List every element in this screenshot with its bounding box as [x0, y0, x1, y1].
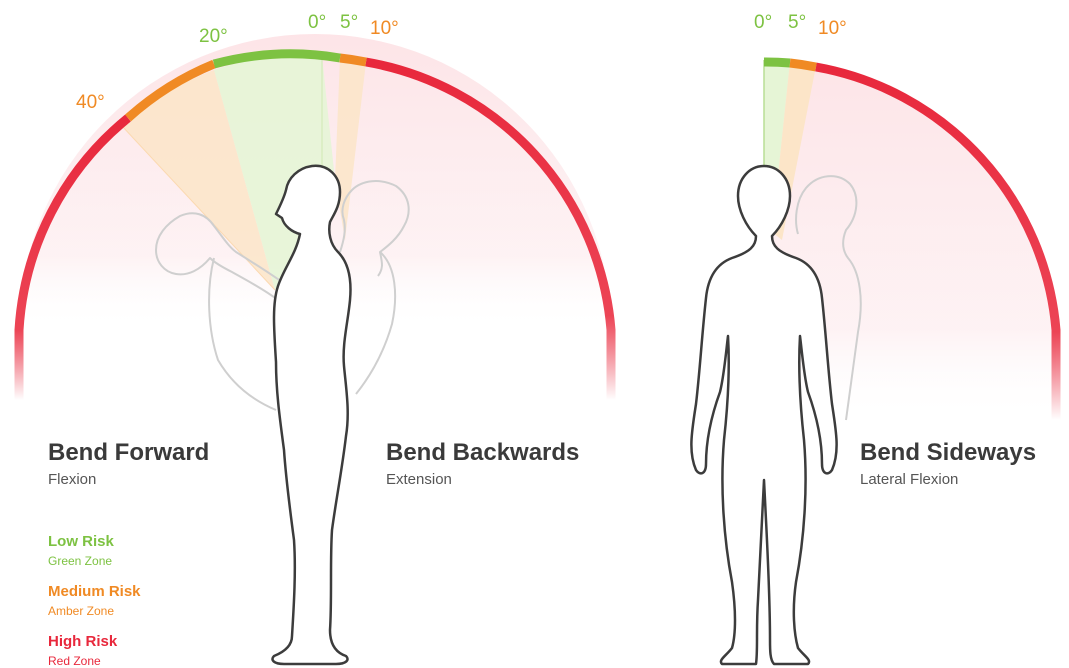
bend-backwards-title: Bend Backwards	[386, 439, 579, 466]
medium-risk-arc-lateral	[790, 63, 816, 67]
lateral-flexion-group: 0° 5° 10° Bend Sideways Lateral Flexion	[691, 12, 1056, 664]
low-risk-arc-lateral	[764, 62, 790, 63]
legend-medium-risk-subtitle: Amber Zone	[48, 604, 114, 618]
angle-label-5: 5°	[340, 12, 358, 33]
angle-label-0: 0°	[308, 12, 326, 33]
bend-forward-subtitle: Flexion	[48, 471, 96, 488]
legend-high-risk-subtitle: Red Zone	[48, 654, 101, 668]
legend-medium-risk-title: Medium Risk	[48, 583, 141, 600]
bend-sideways-subtitle: Lateral Flexion	[860, 471, 958, 488]
bend-backwards-subtitle: Extension	[386, 471, 452, 488]
risk-legend: Low Risk Green Zone Medium Risk Amber Zo…	[48, 533, 141, 668]
angle-label-10: 10°	[370, 18, 399, 39]
angle-label-40: 40°	[76, 92, 105, 113]
legend-low-risk-subtitle: Green Zone	[48, 554, 112, 568]
lateral-angle-label-10: 10°	[818, 18, 847, 39]
medium-risk-arc-backward	[340, 58, 366, 62]
lateral-angle-label-5: 5°	[788, 12, 806, 33]
legend-low-risk-title: Low Risk	[48, 533, 115, 550]
angle-label-20: 20°	[199, 26, 228, 47]
bend-forward-title: Bend Forward	[48, 439, 209, 466]
legend-high-risk-title: High Risk	[48, 633, 118, 650]
bend-sideways-title: Bend Sideways	[860, 439, 1036, 466]
lateral-angle-label-0: 0°	[754, 12, 772, 33]
